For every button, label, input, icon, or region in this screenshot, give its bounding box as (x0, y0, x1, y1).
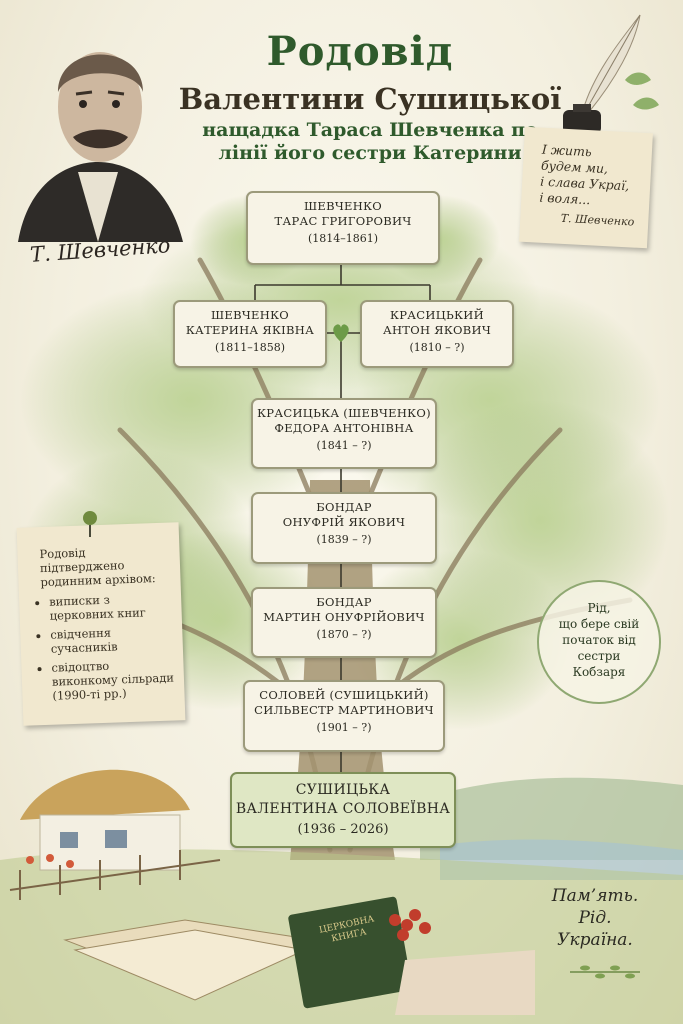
quill-inkwell-icon (563, 14, 659, 134)
node-sylvestr: СОЛОВЕЙ (СУШИЦЬКИЙ)СИЛЬВЕСТР МАРТИНОВИЧ … (243, 680, 445, 752)
archive-note-item: свідоцтво виконкому сільради (1990-ті рр… (51, 656, 176, 703)
node-dates: (1839 – ?) (316, 533, 372, 546)
archive-note-item: виписки з церковних книг (49, 590, 174, 623)
laurel-icon (570, 965, 640, 979)
archive-note: Родовід підтверджено родинним архівом: в… (16, 522, 186, 726)
node-dates: (1841 – ?) (316, 439, 372, 452)
node-name: КРАСИЦЬКА (ШЕВЧЕНКО)ФЕДОРА АНТОНІВНА (257, 406, 431, 435)
circle-note-text: Рід, що бере свій початок від сестри Коб… (558, 601, 640, 679)
cottage-illustration (9, 769, 221, 900)
quote-text: І жить будем ми, і слава Украї, і воля..… (539, 141, 630, 208)
node-fedora: КРАСИЦЬКА (ШЕВЧЕНКО)ФЕДОРА АНТОНІВНА (18… (251, 398, 437, 469)
node-dates: (1936 – 2026) (297, 822, 389, 837)
heart-icon (333, 324, 349, 342)
lineage-circle-note: Рід, що бере свій початок від сестри Коб… (537, 580, 661, 704)
node-dates: (1814–1861) (307, 232, 379, 245)
archive-note-item: свідчення сучасників (50, 623, 175, 656)
motto: Пам’ять. Рід. Україна. (551, 886, 639, 950)
node-name: СОЛОВЕЙ (СУШИЦЬКИЙ)СИЛЬВЕСТР МАРТИНОВИЧ (254, 688, 434, 717)
shevchenko-portrait (18, 52, 183, 242)
page-subtitle: нащадка Тараса Шевченка по лінії його се… (202, 119, 538, 164)
archive-note-list: виписки з церковних книг свідчення сучас… (19, 590, 185, 704)
pin-icon (83, 511, 97, 537)
books-illustration (63, 896, 535, 1015)
quote-note: І жить будем ми, і слава Украї, і воля..… (519, 126, 653, 249)
node-dates: (1870 – ?) (316, 628, 372, 641)
node-dates: (1811–1858) (214, 341, 286, 354)
page-title-name: Валентини Сушицької (178, 82, 562, 116)
node-dates: (1810 – ?) (409, 341, 465, 354)
node-dates: (1901 – ?) (316, 721, 372, 734)
page-title: Родовід (266, 28, 454, 75)
